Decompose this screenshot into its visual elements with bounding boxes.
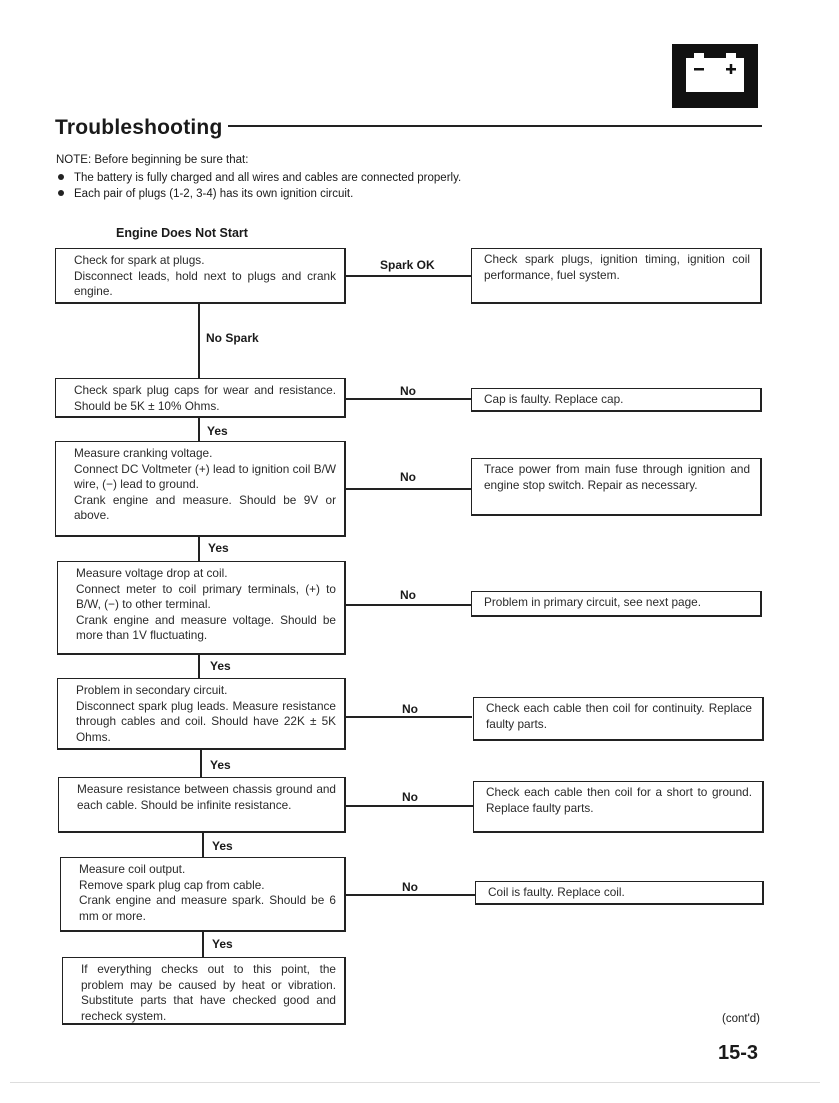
note-bullet: Each pair of plugs (1-2, 3-4) has its ow… <box>58 188 353 200</box>
check-text: Measure cranking voltage. Connect DC Vol… <box>74 446 336 523</box>
connector-line <box>346 604 472 606</box>
connector-line <box>346 894 476 896</box>
flow-line <box>198 655 200 679</box>
branch-label-yes: Yes <box>210 659 231 673</box>
check-text: Problem in secondary circuit. Disconnect… <box>76 683 336 744</box>
check-text: Measure resistance between chassis groun… <box>77 782 336 812</box>
flow-line <box>202 932 204 958</box>
connector-line <box>346 398 472 400</box>
check-box-voltage-drop: Measure voltage drop at coil. Connect me… <box>57 561 346 655</box>
result-text: Trace power from main fuse through ignit… <box>484 462 750 492</box>
branch-label-yes: Yes <box>208 541 229 555</box>
flow-line <box>198 418 200 442</box>
bullet-icon <box>58 190 64 196</box>
branch-label-no-spark: No Spark <box>206 331 259 345</box>
bullet-text: The battery is fully charged and all wir… <box>74 172 462 184</box>
connector-line <box>346 716 472 718</box>
check-text: Check for spark at plugs. Disconnect lea… <box>74 253 336 299</box>
check-box-spark: Check for spark at plugs. Disconnect lea… <box>55 248 346 304</box>
note-bullet: The battery is fully charged and all wir… <box>58 172 461 184</box>
flow-line <box>202 833 204 858</box>
branch-label-no: No <box>402 702 418 716</box>
check-text: Measure voltage drop at coil. Connect me… <box>76 566 336 643</box>
result-box: Trace power from main fuse through ignit… <box>471 458 762 516</box>
check-box-coil-output: Measure coil output. Remove spark plug c… <box>60 857 346 932</box>
branch-label-yes: Yes <box>212 839 233 853</box>
title-rule <box>228 125 762 127</box>
result-box: Check each cable then coil for continuit… <box>473 697 764 741</box>
final-box: If everything checks out to this point, … <box>62 957 346 1025</box>
branch-label-yes: Yes <box>207 424 228 438</box>
bullet-text: Each pair of plugs (1-2, 3-4) has its ow… <box>74 188 354 200</box>
check-box-cranking-voltage: Measure cranking voltage. Connect DC Vol… <box>55 441 346 537</box>
bullet-icon <box>58 174 64 180</box>
result-text: Check each cable then coil for continuit… <box>486 701 752 731</box>
note-intro: NOTE: Before beginning be sure that: <box>56 154 249 166</box>
branch-label-no: No <box>402 880 418 894</box>
check-box-chassis-resistance: Measure resistance between chassis groun… <box>58 777 346 833</box>
result-text: Check each cable then coil for a short t… <box>486 785 752 815</box>
result-text: Coil is faulty. Replace coil. <box>488 885 625 899</box>
flow-line <box>198 304 200 379</box>
connector-line <box>346 488 472 490</box>
result-text: Check spark plugs, ignition timing, igni… <box>484 252 750 282</box>
check-text: Measure coil output. Remove spark plug c… <box>79 862 336 923</box>
branch-label-no: No <box>400 384 416 398</box>
branch-label-no: No <box>402 790 418 804</box>
battery-icon <box>672 44 758 108</box>
flow-line <box>198 537 200 561</box>
flowchart-title: Engine Does Not Start <box>116 226 248 240</box>
check-box-caps: Check spark plug caps for wear and resis… <box>55 378 346 418</box>
branch-label-yes: Yes <box>212 937 233 951</box>
result-box: Check each cable then coil for a short t… <box>473 781 764 833</box>
result-box: Cap is faulty. Replace cap. <box>471 388 762 412</box>
bottom-rule <box>10 1082 820 1083</box>
branch-label-spark-ok: Spark OK <box>380 258 435 272</box>
branch-label-no: No <box>400 588 416 602</box>
result-box: Problem in primary circuit, see next pag… <box>471 591 762 617</box>
page-title: Troubleshooting <box>55 116 223 139</box>
result-text: Problem in primary circuit, see next pag… <box>484 595 702 609</box>
result-box: Coil is faulty. Replace coil. <box>475 881 764 905</box>
connector-line <box>346 805 474 807</box>
branch-label-yes: Yes <box>210 758 231 772</box>
connector-line <box>346 275 472 277</box>
check-text: Check spark plug caps for wear and resis… <box>74 383 336 413</box>
flow-line <box>200 750 202 778</box>
page-number: 15-3 <box>718 1042 759 1064</box>
final-text: If everything checks out to this point, … <box>81 962 336 1023</box>
check-box-secondary-circuit: Problem in secondary circuit. Disconnect… <box>57 678 346 750</box>
branch-label-no: No <box>400 470 416 484</box>
result-box: Check spark plugs, ignition timing, igni… <box>471 248 762 304</box>
result-text: Cap is faulty. Replace cap. <box>484 392 624 406</box>
continued-label: (cont'd) <box>722 1013 760 1025</box>
